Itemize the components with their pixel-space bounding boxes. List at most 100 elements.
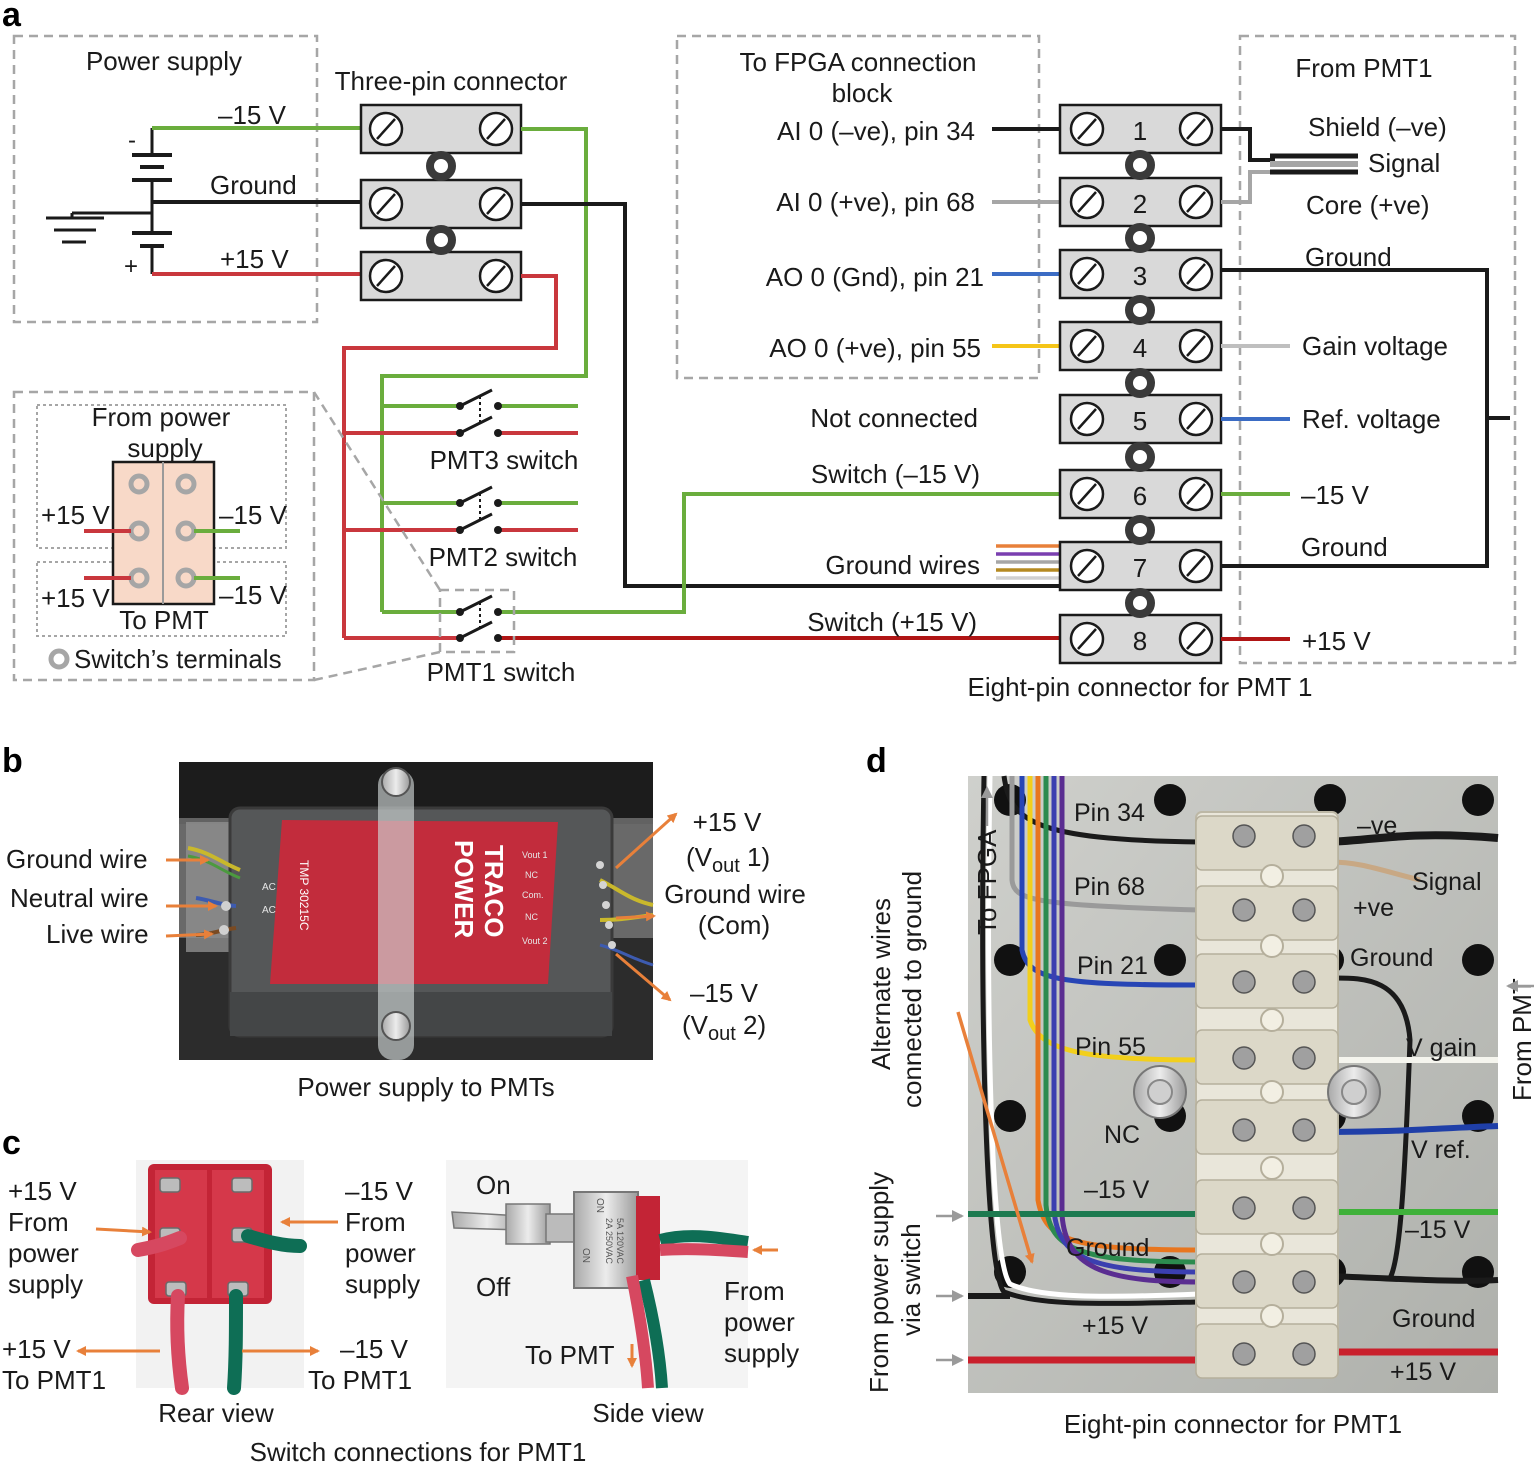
three-pin-title: Three-pin connector [335,66,568,96]
side-from-line1: From [724,1276,785,1306]
panel-label-b: b [2,742,23,780]
d-to-fpga: To FPGA [972,829,1002,935]
label-vout2-voltage: –15 V [690,978,759,1008]
label-ground-wire: Ground wire [6,844,148,874]
battery-symbol: - + [124,127,172,280]
alternate-wires-arrow [956,1011,1035,1264]
battery-positive-sign: + [124,253,138,280]
rear-minus15-line4: supply [345,1269,420,1299]
term-vout1: Vout 1 [522,850,548,860]
label-neutral-wire: Neutral wire [10,883,149,913]
pmt1-switch-label: PMT1 switch [427,657,576,687]
label-com: (Com) [698,910,770,940]
label-ground-wires: Ground wires [825,550,980,580]
fpga-title-1: To FPGA connection [739,47,976,77]
label-on: On [476,1170,511,1200]
inset-minus15-bottom: –15 V [219,580,288,610]
d-minus15-right: –15 V [1405,1216,1471,1244]
inset-legend: Switch’s terminals [74,644,282,674]
panel-c: c +15 V From power supply –15 V From pow [2,1124,799,1464]
pin-number-1: 1 [1133,116,1147,146]
label-ao0-gnd: AO 0 (Gnd), pin 21 [766,262,984,292]
pin-number-5: 5 [1133,406,1147,436]
battery-negative-sign: - [128,127,136,154]
label-ao0-pos: AO 0 (+ve), pin 55 [769,333,981,363]
d-ground-right: Ground [1350,944,1433,972]
to-pmt1-plus-line2: To PMT1 [2,1365,106,1395]
d-nc: NC [1104,1121,1140,1149]
connector-board-photo [968,775,1499,1393]
eight-pin-caption: Eight-pin connector for PMT 1 [968,672,1313,702]
d-ground-right2: Ground [1392,1305,1475,1333]
inset-supply: supply [127,433,202,463]
switch-print-1: ON [594,1198,605,1213]
power-supply-box [12,34,319,324]
label-off: Off [476,1272,511,1302]
terminal-legend-icon [48,648,70,670]
d-v-ref: V ref. [1411,1136,1471,1164]
label-ground: Ground [210,170,297,200]
ac-terminal-1: AC [262,882,276,893]
label-ref-voltage: Ref. voltage [1302,404,1441,434]
term-vout2: Vout 2 [522,936,548,946]
rear-plus15-line1: +15 V [8,1176,77,1206]
mounting-strap [378,770,414,1060]
d-ground: Ground [1066,1234,1149,1262]
ribbon-cable [980,775,1201,1306]
label-signal: Signal [1368,148,1440,178]
pmt2-switch [344,485,578,534]
caption-c: Switch connections for PMT1 [250,1437,587,1464]
rear-minus15-line3: power [345,1238,416,1268]
brand-power: POWER [449,840,479,938]
panel-d: d [864,742,1535,1439]
d-plus15: +15 V [1082,1312,1148,1340]
power-supply-title: Power supply [86,46,242,76]
inset-minus15-top: –15 V [219,500,288,530]
label-not-connected: Not connected [810,403,978,433]
label-pmt-ground: Ground [1305,242,1392,272]
label-switch-minus15: Switch (–15 V) [811,459,980,489]
caption-b: Power supply to PMTs [297,1072,554,1102]
pmt3-switch [344,388,578,437]
label-ai0-pos: AI 0 (+ve), pin 68 [776,187,975,217]
label-shield: Shield (–ve) [1308,112,1447,142]
wire-ground-to-pin7 [521,202,1060,588]
pmt1-switch [344,492,1060,654]
pmt3-switch-label: PMT3 switch [430,445,579,475]
switch-print-2: 2A 250VAC [604,1218,614,1264]
label-vout2: (Vout 2) [682,1010,766,1045]
d-from-ps-2: via switch [896,1223,926,1336]
panel-label-a: a [2,0,22,34]
inset-from-power: From power [92,402,231,432]
inset-plus15-top: +15 V [41,500,110,530]
d-pin21: Pin 21 [1077,952,1148,980]
panel-a: a Power supply Three-pin connector - + [2,0,1517,702]
d-minus15: –15 V [1084,1176,1150,1204]
rear-minus15-line1: –15 V [345,1176,414,1206]
pin-number-8: 8 [1133,626,1147,656]
inset-plus15-bottom: +15 V [41,583,110,613]
label-pmt-minus15: –15 V [1301,480,1370,510]
pin-number-7: 7 [1133,553,1147,583]
d-neg: –ve [1357,812,1397,840]
term-nc1: NC [525,870,538,880]
label-minus15: –15 V [218,100,287,130]
rear-plus15-line4: supply [8,1269,83,1299]
to-pmt1-minus-line1: –15 V [340,1334,409,1364]
pmt2-switch-label: PMT2 switch [429,542,578,572]
d-plus15-right: +15 V [1390,1358,1456,1386]
d-alt-1: Alternate wires [866,898,896,1070]
label-switch-plus15: Switch (+15 V) [807,607,977,637]
coax-cable-icon [1270,153,1358,175]
psu-model: TMP 30215C [297,860,311,931]
rear-plus15-line2: From [8,1207,69,1237]
rear-minus15-line2: From [345,1207,406,1237]
label-live-wire: Live wire [46,919,149,949]
label-ai0-neg: AI 0 (–ve), pin 34 [777,116,975,146]
terminal-block [1133,811,1381,1379]
rear-plus15-line3: power [8,1238,79,1268]
ground-symbol [46,211,152,244]
from-pmt1-title: From PMT1 [1295,53,1432,83]
pin-number-3: 3 [1133,261,1147,291]
